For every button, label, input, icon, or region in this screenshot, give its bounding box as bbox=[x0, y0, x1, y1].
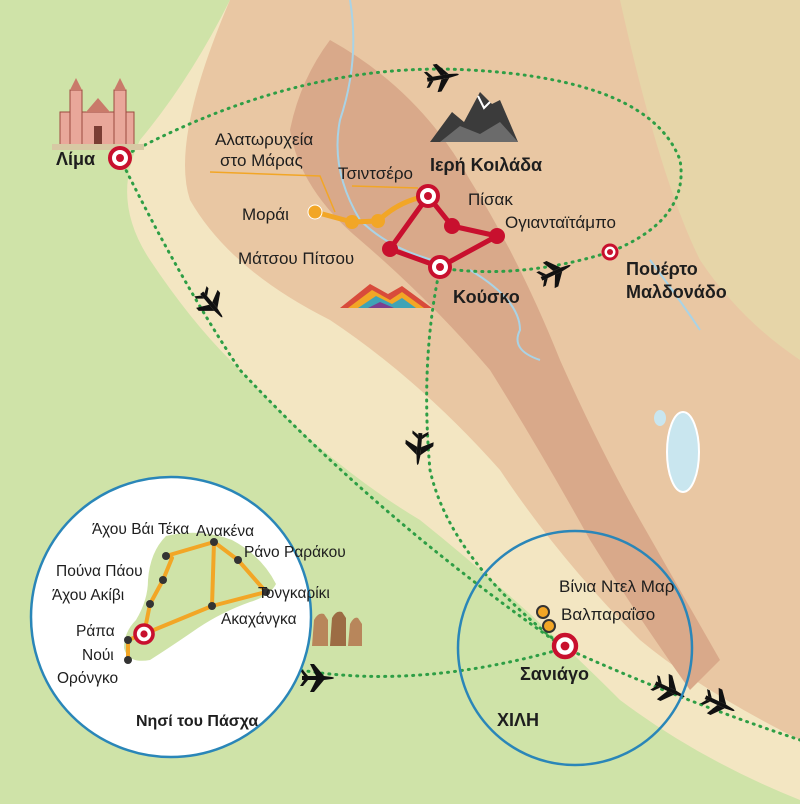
machu-picchu-icon bbox=[430, 92, 518, 142]
label-rapa: Ράπα bbox=[76, 623, 115, 640]
orange-leader bbox=[209, 171, 336, 213]
label-akahanga: Ακαχάνγκα bbox=[221, 611, 297, 628]
moray-marker bbox=[307, 204, 323, 220]
lake-titicaca bbox=[666, 411, 700, 493]
ollantaytambo-marker bbox=[489, 228, 505, 244]
valparaiso-marker bbox=[542, 619, 556, 633]
route-lima-santiago bbox=[118, 156, 567, 650]
route-lima-puerto bbox=[118, 67, 683, 254]
andes-core bbox=[290, 40, 720, 690]
sacred-valley-routes bbox=[209, 171, 505, 270]
label-anakena: Ανακένα bbox=[196, 523, 254, 540]
chinchero-marker bbox=[416, 184, 440, 208]
label-tongariki: Τονγκαρίκι bbox=[258, 585, 330, 602]
label-maras-2: στο Μάρας bbox=[220, 151, 303, 170]
label-ahu-akivi: Άχου Ακίβι bbox=[52, 587, 124, 604]
machu-picchu-marker bbox=[382, 241, 398, 257]
river-2 bbox=[469, 269, 541, 361]
label-pisac: Πίσακ bbox=[468, 190, 513, 209]
label-puerto-1: Πουέρτο bbox=[626, 259, 698, 279]
label-puerto-2: Μαλδονάδο bbox=[626, 282, 727, 302]
label-sacred-valley: Ιερή Κοιλάδα bbox=[430, 155, 542, 175]
label-easter-island: Νησί του Πάσχα bbox=[136, 713, 258, 730]
label-ahu-vai-teka: Άχου Βάι Τέκα bbox=[92, 521, 189, 538]
label-lima: Λίμα bbox=[56, 149, 95, 169]
label-chile: ΧΙΛΗ bbox=[497, 710, 539, 730]
label-ollantaytambo: Ογιανταϊτάμπο bbox=[505, 213, 616, 232]
label-maras-1: Αλατωρυχεία bbox=[215, 130, 313, 149]
label-rano-raraku: Ράνο Ραράκου bbox=[244, 544, 346, 561]
label-moray: Μοράι bbox=[242, 205, 289, 224]
river-3 bbox=[649, 259, 701, 331]
pisac-marker bbox=[444, 218, 460, 234]
puerto-maldonado-marker bbox=[601, 243, 619, 261]
label-machu-picchu: Μάτσου Πίτσου bbox=[238, 249, 354, 268]
vina-marker bbox=[536, 605, 550, 619]
moai-icon bbox=[312, 611, 362, 646]
label-orongo: Ορόνγκο bbox=[57, 670, 118, 687]
label-santiago: Σανιάγο bbox=[520, 664, 589, 684]
easter-island-shape bbox=[124, 532, 276, 661]
label-vina: Βίνια Ντελ Μαρ bbox=[559, 577, 674, 596]
maras-marker bbox=[345, 215, 359, 229]
easter-island bbox=[124, 532, 276, 664]
place-labels: Λίμα Αλατωρυχεία στο Μάρας Τσιντσέρο Ιερ… bbox=[52, 130, 727, 730]
santiago-marker bbox=[554, 635, 576, 657]
label-cusco: Κούσκο bbox=[453, 287, 520, 307]
lake-small bbox=[654, 410, 666, 426]
lima-marker bbox=[108, 146, 132, 170]
easter-capital-marker bbox=[133, 623, 155, 645]
label-valparaiso: Βαλπαραΐσο bbox=[561, 605, 655, 624]
urubamba-marker bbox=[371, 214, 385, 228]
lima-cathedral-icon bbox=[52, 78, 144, 150]
chinchero-leader bbox=[351, 185, 419, 189]
label-chinchero: Τσιντσέρο bbox=[338, 164, 413, 183]
rainbow-mountain-icon bbox=[340, 284, 432, 308]
route-cusco-santiago bbox=[425, 266, 567, 650]
label-nui: Νούι bbox=[82, 647, 114, 664]
cusco-marker bbox=[428, 255, 452, 279]
chile-inset bbox=[456, 529, 694, 767]
eastern-plains bbox=[620, 0, 800, 360]
label-puna-pau: Πούνα Πάου bbox=[56, 563, 143, 580]
route-cusco-puerto bbox=[438, 250, 612, 274]
